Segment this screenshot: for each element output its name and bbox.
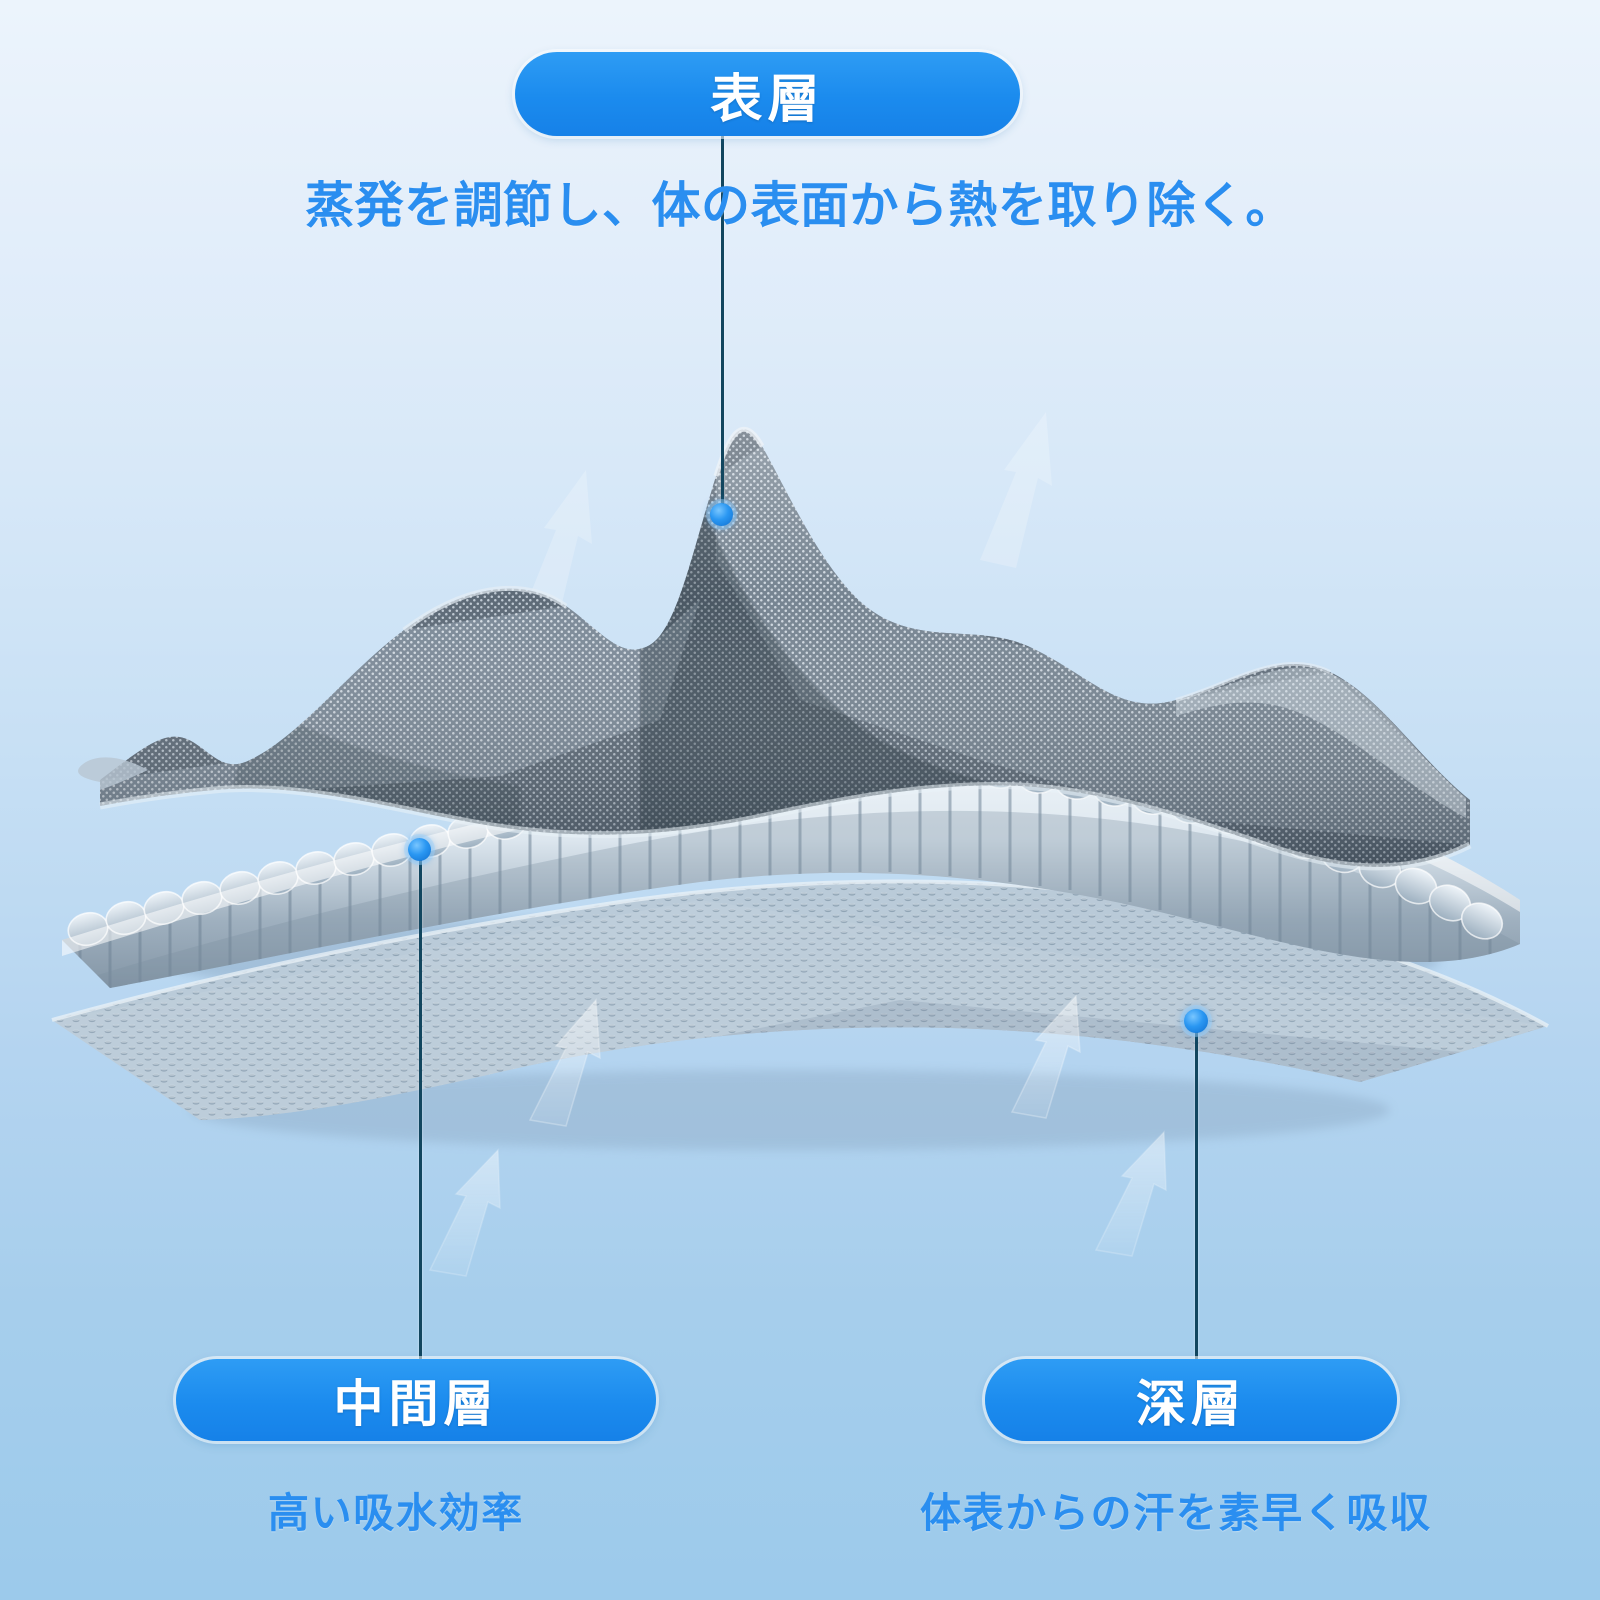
- airflow-arrows: [428, 412, 1167, 1277]
- deep-layer-marker-dot-icon: [1184, 1009, 1208, 1033]
- surface-layer-mesh: [78, 426, 1472, 871]
- caption-middle-layer: 高い吸水効率: [268, 1490, 524, 1536]
- surface-layer-marker-dot-icon: [710, 503, 733, 526]
- middle-leader-line: [419, 852, 422, 1360]
- surface-leader-line: [721, 136, 724, 514]
- middle-layer-marker-dot-icon: [408, 838, 431, 861]
- badge-surface-layer: 表層: [515, 52, 1020, 136]
- deep-leader-line: [1195, 1022, 1198, 1360]
- badge-deep-layer: 深層: [985, 1359, 1397, 1441]
- caption-surface-layer: 蒸発を調節し、体の表面から熱を取り除く。: [305, 179, 1295, 233]
- badge-middle-layer: 中間層: [176, 1359, 656, 1441]
- caption-deep-layer: 体表からの汗を素早く吸収: [920, 1490, 1432, 1536]
